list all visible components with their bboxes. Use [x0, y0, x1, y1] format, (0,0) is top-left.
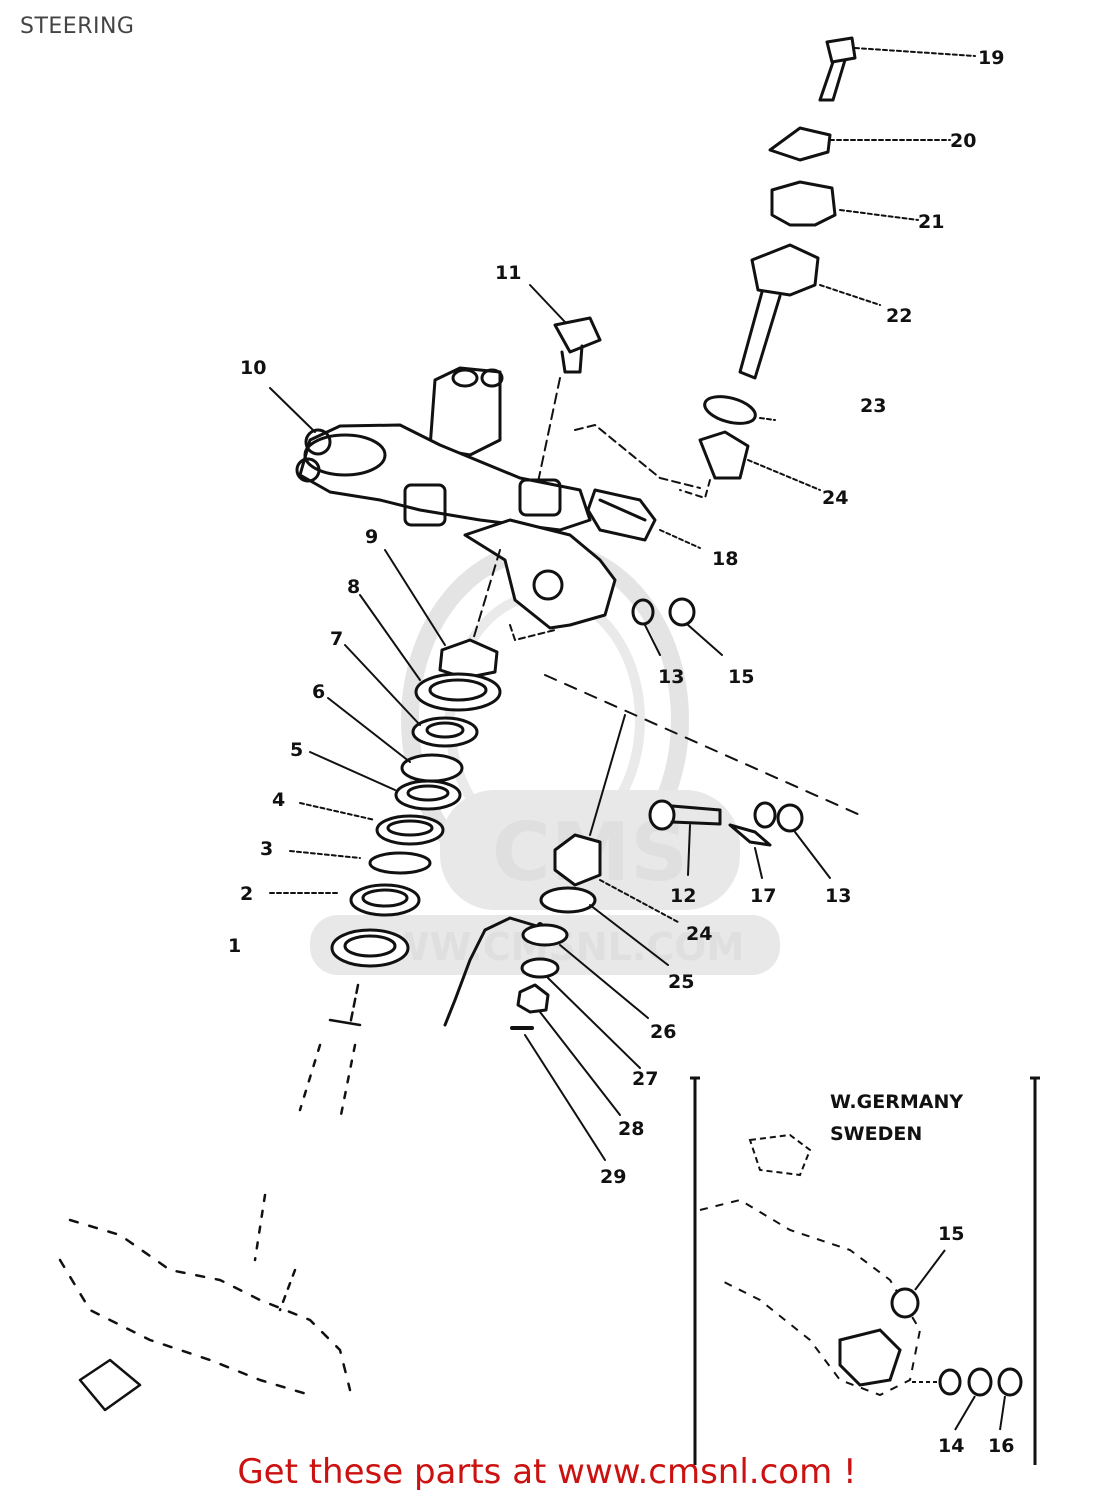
callout-8: 8	[347, 576, 360, 598]
callout-12: 12	[670, 885, 696, 907]
callout-18: 18	[712, 548, 738, 570]
part-1-seal	[330, 928, 410, 968]
callout-9: 9	[365, 526, 378, 548]
part-25-washer	[539, 886, 669, 966]
part-9-ring-nut	[384, 549, 499, 680]
callout-24-lower: 24	[686, 923, 712, 945]
part-29-cotter-pin	[510, 1026, 606, 1161]
part-13-nut-lower	[776, 803, 831, 879]
callout-22: 22	[886, 305, 912, 327]
callout-21: 21	[918, 211, 944, 233]
callout-10: 10	[240, 357, 266, 379]
part-24-damper-upper	[679, 430, 821, 499]
callout-14-inset: 14	[938, 1435, 964, 1457]
callout-24-upper: 24	[822, 487, 848, 509]
callout-20: 20	[950, 130, 976, 152]
callout-17: 17	[750, 885, 776, 907]
part-20-plate	[768, 126, 951, 162]
callout-11: 11	[495, 262, 521, 284]
part-26-collar	[521, 923, 649, 1019]
callout-23: 23	[860, 395, 886, 417]
part-19-bolt	[818, 36, 976, 102]
callout-4: 4	[272, 789, 285, 811]
callout-7: 7	[330, 628, 343, 650]
callout-1: 1	[228, 935, 241, 957]
part-5-ball-bearing	[309, 751, 462, 811]
footer-parts-link[interactable]: Get these parts at www.cmsnl.com !	[237, 1452, 857, 1492]
callout-28: 28	[618, 1118, 644, 1140]
part-23-washer	[703, 395, 776, 425]
callout-19: 19	[978, 47, 1004, 69]
part-4-bearing-race	[299, 802, 445, 846]
callout-15-inset: 15	[938, 1223, 964, 1245]
inset-label-w-germany: W.GERMANY	[830, 1091, 963, 1113]
callout-labels: 1 2 3 4 5 6 7 8 9 10 11 12 13 13 15 17 1…	[228, 47, 1014, 1457]
page-title: STEERING	[20, 14, 135, 39]
callout-15-upper: 15	[728, 666, 754, 688]
part-10-handlebar-clamp	[269, 366, 592, 532]
part-27-ring	[520, 957, 641, 1069]
callout-29: 29	[600, 1166, 626, 1188]
inset-label-sweden: SWEDEN	[830, 1123, 922, 1145]
part-8-washer	[359, 594, 502, 712]
part-3-balls	[289, 850, 432, 875]
callout-5: 5	[290, 739, 303, 761]
parts-line-art	[58, 36, 976, 1412]
part-21-upper-holder	[770, 180, 919, 227]
part-24-damper-lower	[553, 714, 679, 923]
part-17-clip	[728, 801, 777, 879]
callout-13-lower: 13	[825, 885, 851, 907]
callout-27: 27	[632, 1068, 658, 1090]
callout-13-upper: 13	[658, 666, 684, 688]
callout-25: 25	[668, 971, 694, 993]
callout-2: 2	[240, 883, 253, 905]
part-22-lower-holder	[738, 243, 881, 380]
stem-axis-line	[469, 549, 501, 651]
part-7-bearing-cover	[344, 644, 479, 748]
part-steering-lock-body	[463, 518, 617, 641]
diagonal-leader-line	[544, 674, 861, 816]
part-28-nut	[516, 983, 621, 1116]
callout-16-inset: 16	[988, 1435, 1014, 1457]
callout-3: 3	[260, 838, 273, 860]
part-12-bolt	[648, 799, 722, 876]
part-steering-stem	[58, 983, 362, 1412]
callout-26: 26	[650, 1021, 676, 1043]
part-13-15-washers-upper	[631, 597, 723, 656]
part-18-bolt	[574, 424, 701, 549]
callout-6: 6	[312, 681, 325, 703]
inset-w-germany-sweden	[690, 1076, 1040, 1465]
part-2-bearing-race	[269, 883, 421, 917]
